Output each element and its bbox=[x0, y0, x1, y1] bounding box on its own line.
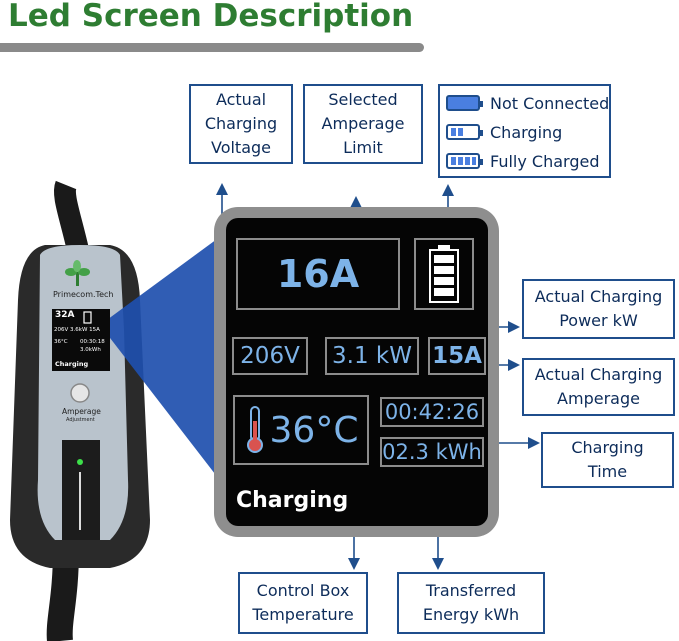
screen-beam bbox=[100, 228, 232, 496]
battery-charging-icon bbox=[446, 124, 483, 140]
label-energy-text: Transferred Energy kWh bbox=[422, 581, 520, 624]
battery-not-connected-icon bbox=[446, 95, 483, 111]
legend-label: Charging bbox=[490, 122, 563, 142]
page-title: Led Screen Description bbox=[8, 0, 414, 34]
label-voltage-text: Actual Charging Voltage bbox=[204, 90, 278, 157]
top-cable bbox=[53, 180, 89, 253]
mini-temp: 36°C bbox=[54, 339, 68, 345]
screen-time: 00:42:26 bbox=[380, 397, 484, 427]
title-underline bbox=[0, 43, 424, 52]
button-sublabel: Adjustment bbox=[66, 417, 95, 423]
mini-energy: 3.0kWh bbox=[80, 347, 101, 353]
screen-status: Charging bbox=[236, 488, 349, 513]
mini-line1: 206V 3.6kW 15A bbox=[54, 327, 100, 333]
button-label: Amperage bbox=[62, 407, 101, 416]
label-voltage: Actual Charging Voltage bbox=[189, 84, 293, 164]
legend-row-fully-charged: Fully Charged bbox=[446, 150, 599, 172]
label-energy: Transferred Energy kWh bbox=[397, 572, 545, 634]
device-mini-screen bbox=[52, 309, 110, 371]
legend-row-not-connected: Not Connected bbox=[446, 92, 609, 114]
device-brand: Primecom.Tech bbox=[53, 290, 114, 299]
battery-full-icon bbox=[446, 153, 483, 169]
label-amperage-text: Actual Charging Amperage bbox=[534, 365, 663, 408]
mini-status: Charging bbox=[55, 360, 89, 368]
legend-label: Fully Charged bbox=[490, 151, 600, 171]
amperage-button bbox=[70, 383, 90, 403]
status-led bbox=[77, 459, 83, 465]
mini-battery-icon bbox=[83, 311, 92, 324]
label-time: Charging Time bbox=[541, 432, 674, 488]
label-temperature: Control Box Temperature bbox=[238, 572, 368, 634]
mini-time: 00:30:18 bbox=[80, 339, 105, 345]
mini-amp: 32A bbox=[55, 310, 75, 320]
screen-energy: 02.3 kWh bbox=[380, 437, 484, 467]
screen-temperature: 36°C bbox=[233, 395, 369, 465]
battery-full-icon bbox=[429, 245, 459, 303]
label-amp-limit-text: Selected Amperage Limit bbox=[321, 90, 405, 157]
legend-label: Not Connected bbox=[490, 93, 610, 113]
screen-power: 3.1 kW bbox=[325, 337, 419, 375]
screen-temperature-value: 36°C bbox=[269, 409, 359, 451]
battery-legend: Not Connected Charging Fully Charged bbox=[438, 84, 611, 178]
label-power-text: Actual Charging Power kW bbox=[534, 287, 663, 330]
label-amperage: Actual Charging Amperage bbox=[522, 358, 675, 416]
thermometer-icon bbox=[246, 406, 263, 453]
plant-logo-icon bbox=[65, 260, 90, 286]
legend-row-charging: Charging bbox=[446, 121, 562, 143]
screen-amp-limit: 16A bbox=[236, 238, 400, 310]
label-temperature-text: Control Box Temperature bbox=[252, 581, 354, 624]
screen-amperage: 15A bbox=[428, 337, 486, 375]
label-amp-limit: Selected Amperage Limit bbox=[303, 84, 423, 164]
screen-voltage: 206V bbox=[232, 337, 308, 375]
label-time-text: Charging Time bbox=[571, 438, 644, 481]
label-power: Actual Charging Power kW bbox=[522, 279, 675, 339]
screen-battery-box bbox=[414, 238, 474, 310]
